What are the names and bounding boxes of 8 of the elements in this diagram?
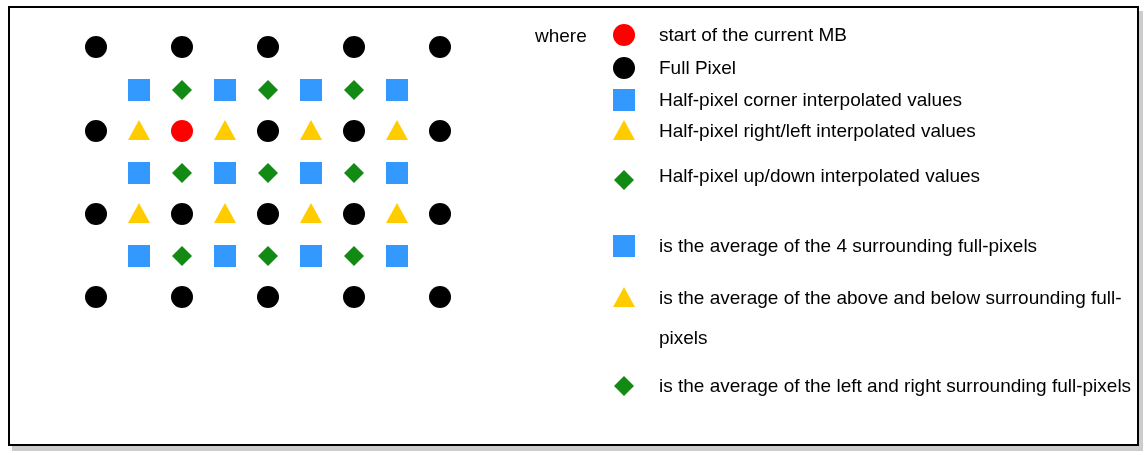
legend-text: is the average of the left and right surrounding full-pixels <box>659 374 1133 398</box>
note-label: where <box>535 24 587 48</box>
legend-text: Half-pixel right/left interpolated values <box>659 119 977 143</box>
legend-text: Half-pixel up/down interpolated values <box>659 164 982 188</box>
legend-text: Half-pixel corner interpolated values <box>659 88 964 112</box>
legend-text: start of the current MB <box>659 23 848 47</box>
legend-text: Full Pixel <box>659 56 738 80</box>
legend-text: is the average of the 4 surrounding full-pixels <box>659 234 1039 258</box>
